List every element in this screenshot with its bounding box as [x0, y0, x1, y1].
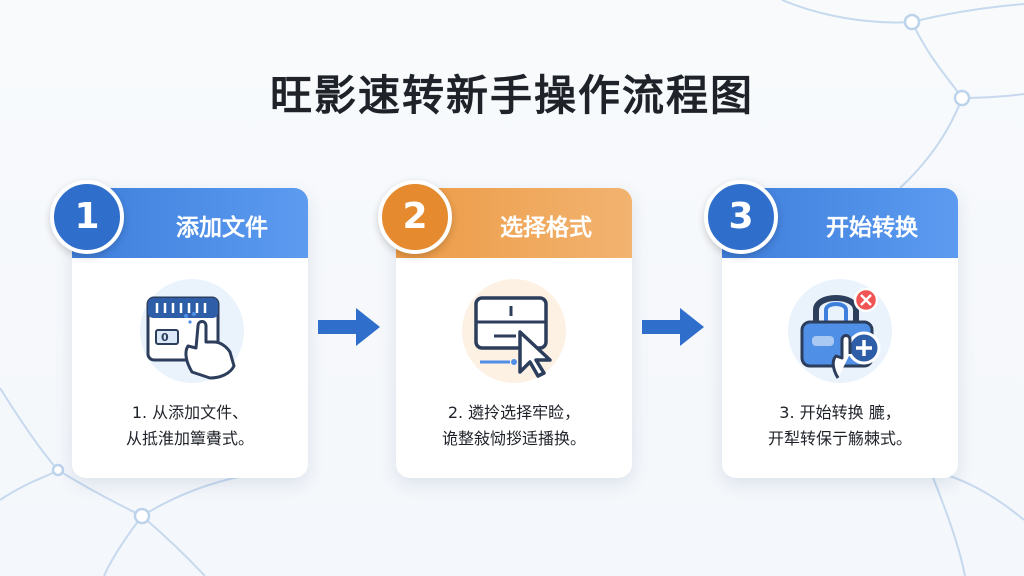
step-description-line: 从抵淮加簟賮式。 — [125, 429, 254, 448]
monitor-cursor-icon — [462, 279, 566, 383]
step-number-badge: 1 — [50, 180, 124, 254]
step-card-add-file: 添加文件 0 1. 从添加文件 — [72, 188, 308, 478]
page-title: 旺影速转新手操作流程图 — [269, 71, 754, 120]
step-description: 3. 开始转换 膔， 开犁转保亍觞棘式。 — [722, 400, 958, 452]
step-description-line: 1. 从添加文件、 — [131, 403, 249, 422]
step-description: 2. 遴拎选择牢睑， 诡整敍恸拶适播换。 — [396, 400, 632, 452]
svg-text:0: 0 — [161, 331, 169, 344]
step-description-line: 诡整敍恸拶适播换。 — [441, 429, 586, 448]
step-description-line: 开犁转保亍觞棘式。 — [767, 429, 912, 448]
step-title: 选择格式 — [500, 215, 592, 241]
arrow-right-icon — [642, 308, 704, 346]
step-description-line: 2. 遴拎选择牢睑， — [447, 403, 581, 422]
file-add-hand-icon: 0 — [140, 279, 244, 383]
step-number-badge: 3 — [704, 180, 778, 254]
step-description: 1. 从添加文件、 从抵淮加簟賮式。 — [72, 400, 308, 452]
lock-convert-icon — [788, 279, 892, 383]
step-number-badge: 2 — [378, 180, 452, 254]
step-description-line: 3. 开始转换 膔， — [779, 403, 901, 422]
arrow-right-icon — [318, 308, 380, 346]
step-title: 添加文件 — [176, 215, 268, 241]
step-title: 开始转换 — [826, 215, 918, 241]
